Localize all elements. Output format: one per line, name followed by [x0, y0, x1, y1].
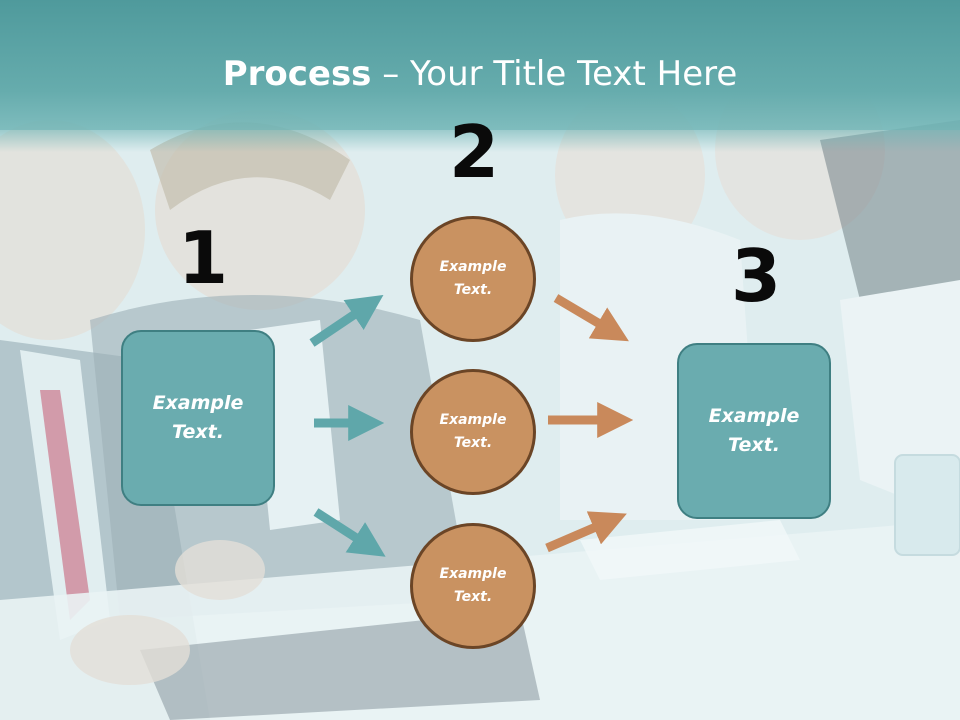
title-bold: Process [222, 54, 372, 94]
circle-top-line1: Example [439, 259, 507, 275]
title-band: Process – Your Title Text Here [0, 0, 960, 152]
right-box-line1: Example [708, 405, 800, 427]
circle-bottom[interactable]: Example Text. [410, 523, 536, 649]
circle-middle[interactable]: Example Text. [410, 369, 536, 495]
left-box-line1: Example [152, 392, 244, 414]
circle-middle-line1: Example [439, 412, 507, 428]
circle-middle-line2: Text. [453, 435, 493, 451]
right-text-box[interactable]: Example Text. [677, 343, 831, 519]
circle-top-line2: Text. [453, 282, 493, 298]
circle-bottom-line1: Example [439, 566, 507, 582]
slide-title: Process – Your Title Text Here [0, 52, 960, 96]
title-rest: – Your Title Text Here [371, 54, 738, 94]
circle-bottom-line2: Text. [453, 589, 493, 605]
step-number-1: 1 [178, 216, 229, 300]
left-text-box[interactable]: Example Text. [121, 330, 275, 506]
left-box-line2: Text. [172, 421, 224, 443]
step-number-2: 2 [449, 110, 500, 194]
circle-top[interactable]: Example Text. [410, 216, 536, 342]
right-box-line2: Text. [728, 434, 780, 456]
step-number-3: 3 [731, 234, 782, 318]
